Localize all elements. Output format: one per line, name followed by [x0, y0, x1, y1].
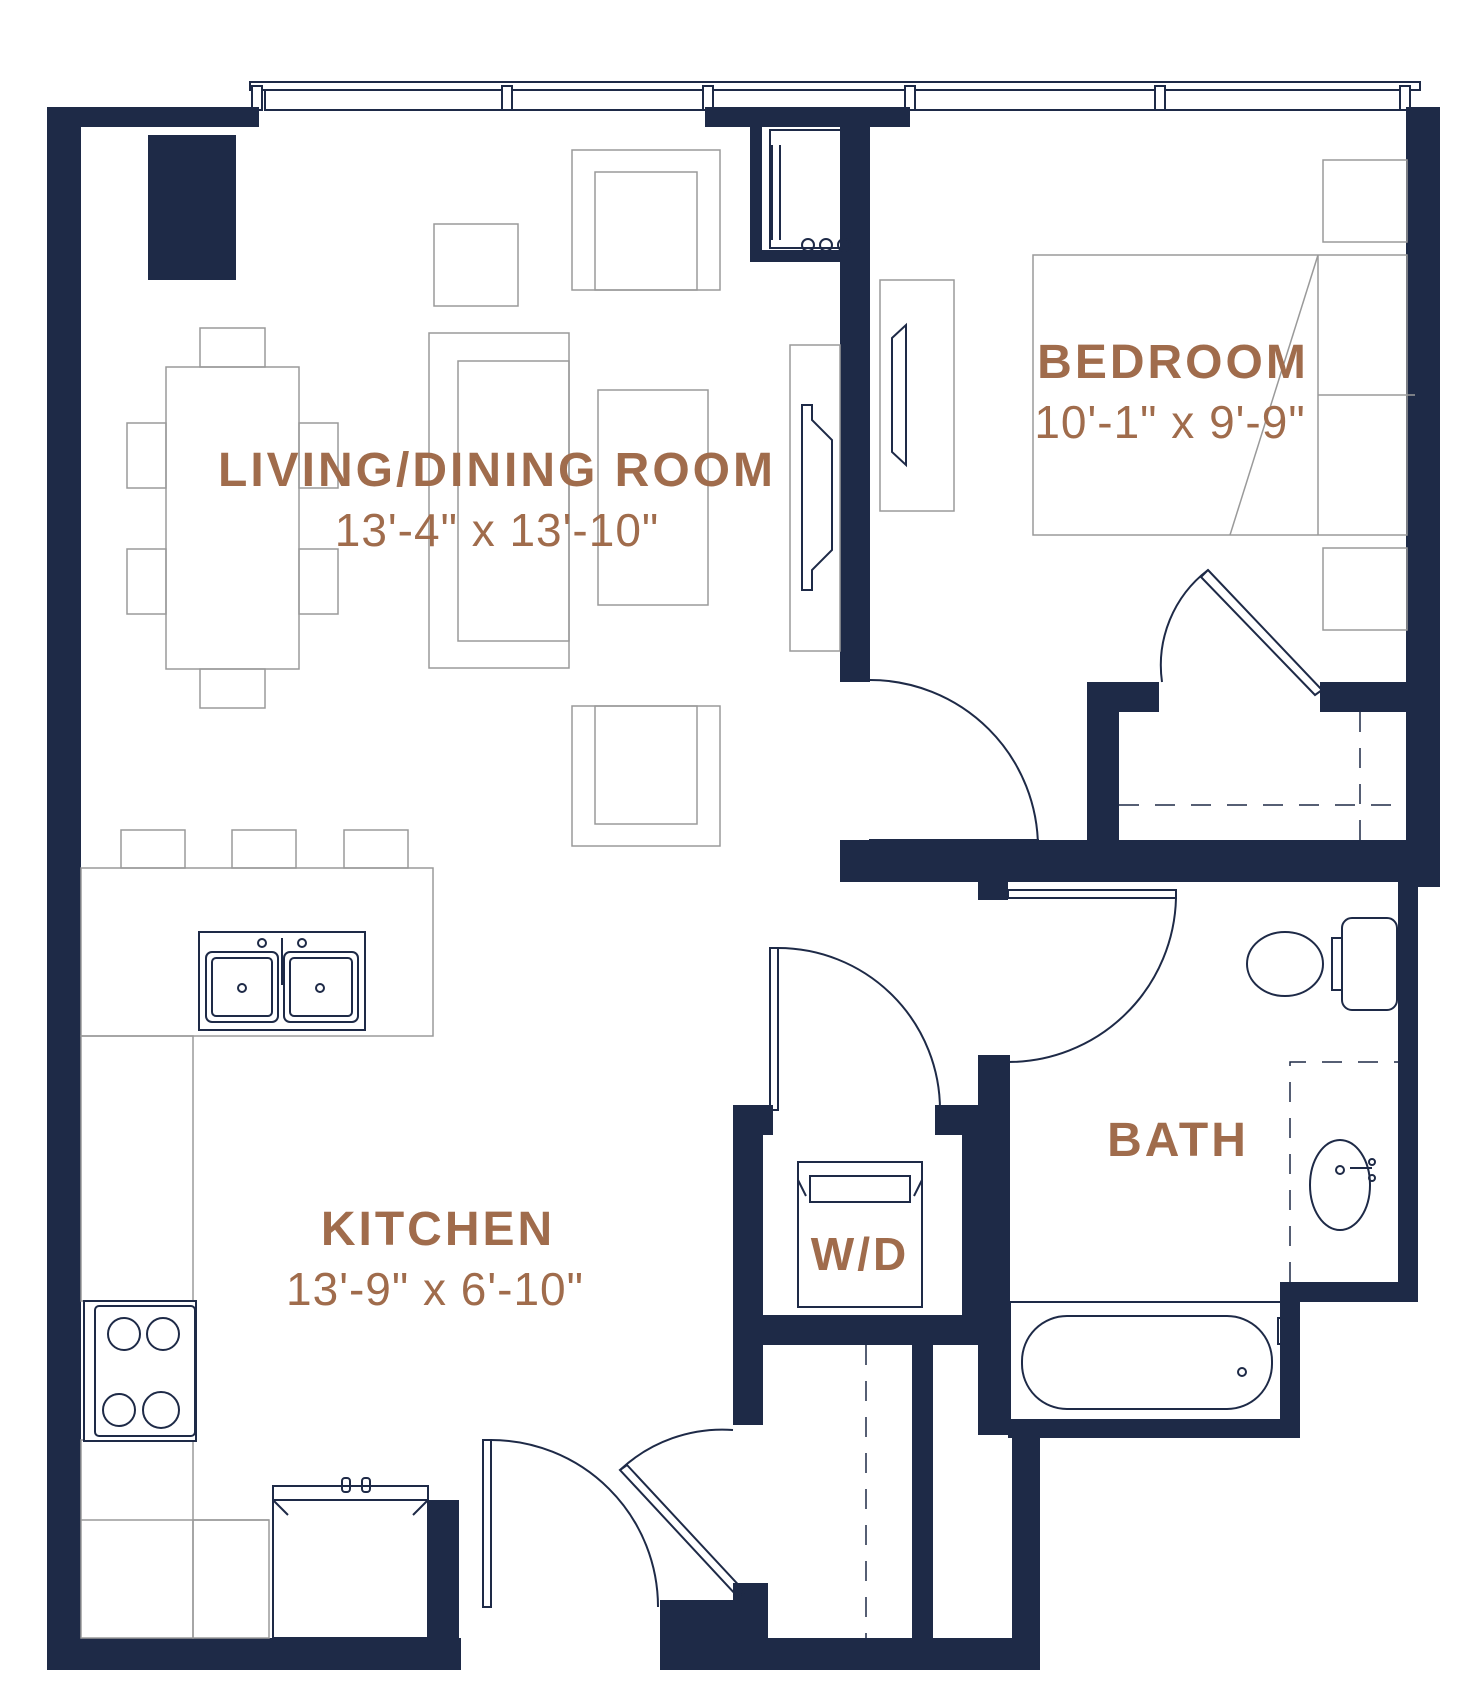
- kitchen-dimensions: 13'-9" x 6'-10": [286, 1263, 584, 1315]
- bedroom-name: BEDROOM: [1037, 336, 1309, 389]
- laundry-name: W/D: [811, 1228, 909, 1280]
- living-furniture: [126, 135, 841, 847]
- living-room-dimensions: 13'-4" x 13'-10": [335, 504, 660, 556]
- bath-name: BATH: [1107, 1114, 1249, 1167]
- washer-dryer: [797, 1161, 923, 1308]
- bath-fixtures: [1009, 917, 1398, 1421]
- bedroom-dimensions: 10'-1" x 9'-9": [1034, 396, 1305, 448]
- doors: [482, 568, 1406, 1638]
- kitchen-name: KITCHEN: [321, 1203, 555, 1256]
- walls: [47, 107, 1440, 1670]
- kitchen-fixtures: [80, 829, 434, 1639]
- window-strip: [249, 81, 1421, 111]
- bedroom-furniture: [879, 159, 1415, 631]
- room-labels: LIVING/DINING ROOM 13'-4" x 13'-10" BEDR…: [218, 336, 1309, 1315]
- living-room-name: LIVING/DINING ROOM: [218, 444, 776, 497]
- coat-closet: [769, 129, 861, 252]
- fireplace-unit: [148, 135, 236, 280]
